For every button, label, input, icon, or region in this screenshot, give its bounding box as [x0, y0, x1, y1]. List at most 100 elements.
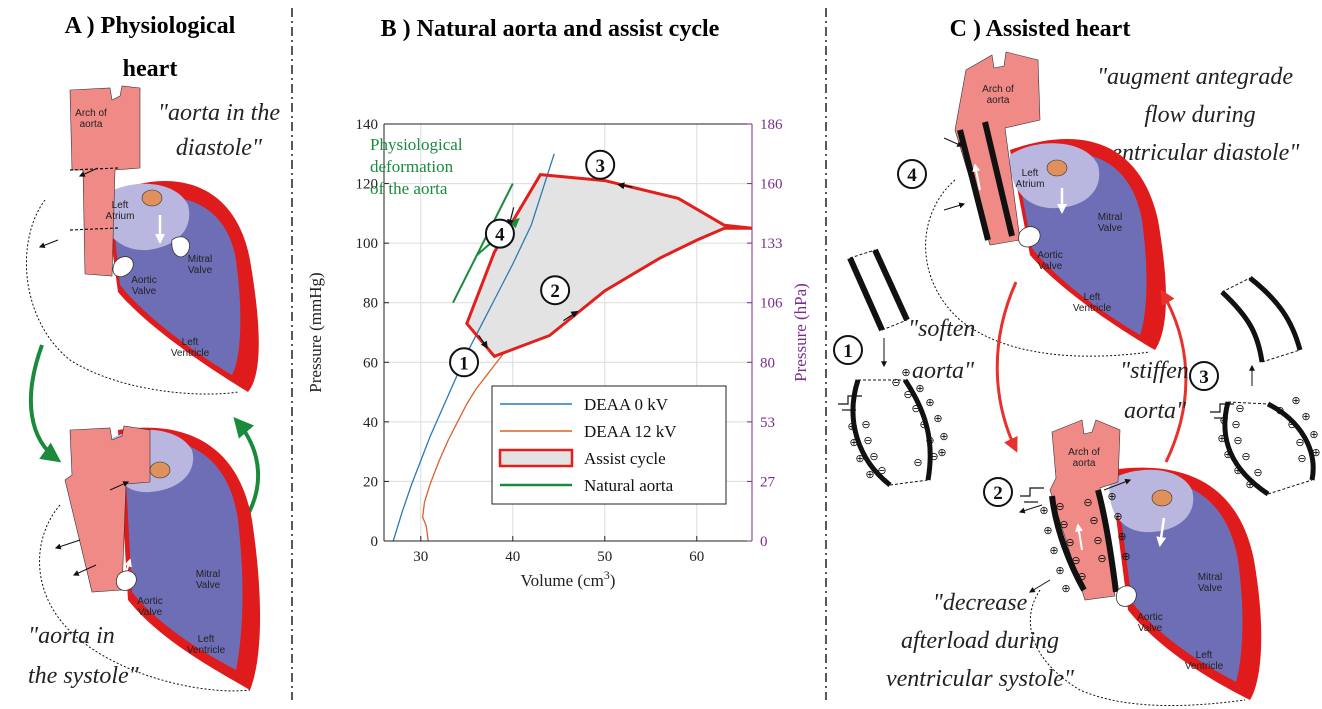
minus-charge-icon: ⊖	[1065, 537, 1074, 549]
plus-charge-icon: ⊕	[1301, 411, 1310, 423]
plus-charge-icon: ⊕	[901, 367, 910, 379]
atrium-orange	[1046, 159, 1068, 177]
y-tick-label: 40	[363, 415, 378, 431]
label-aortic: Aortic	[1037, 250, 1063, 261]
label-aortic-2: Valve	[1038, 261, 1063, 272]
quote-diastole: "aorta in the	[158, 100, 280, 126]
minus-charge-icon: ⊖	[869, 451, 878, 463]
minus-charge-icon: ⊖	[1059, 519, 1068, 531]
plus-charge-icon: ⊕	[865, 469, 874, 481]
label-mitral: Mitral	[196, 569, 220, 580]
wall-arrow-2	[1103, 478, 1132, 491]
svg-text:1: 1	[843, 341, 853, 362]
x-tick-label: 30	[413, 549, 428, 565]
minus-charge-icon: ⊖	[1295, 437, 1304, 449]
cycle-direction-arrow	[617, 182, 633, 190]
panel-a-title: A ) Physiological	[65, 13, 236, 39]
plus-charge-icon: ⊕	[1061, 583, 1070, 595]
heart-assisted-top: Arch of aorta Left Atrium Mitral Valve A…	[925, 51, 1166, 357]
minus-charge-icon: ⊖	[1093, 535, 1102, 547]
label-ventricle-2: Ventricle	[1185, 661, 1224, 672]
label-arch-2: aorta	[1073, 458, 1096, 469]
svg-text:2: 2	[993, 483, 1003, 504]
step-marker	[449, 347, 480, 378]
aorta	[1049, 419, 1121, 601]
svg-text:3: 3	[1199, 367, 1209, 388]
panel-a-title-line2: heart	[123, 56, 178, 82]
assist-cycle-fill	[466, 174, 752, 357]
wall-arrow-2	[38, 239, 59, 249]
cycle-direction-arrow	[507, 207, 515, 227]
wall-arrow	[943, 137, 964, 147]
series-natural-aorta	[452, 183, 514, 304]
y-tick-label: 0	[371, 534, 379, 550]
minus-charge-icon: ⊖	[919, 419, 928, 431]
label-ventricle-2: Ventricle	[187, 645, 226, 656]
flow-arrow-2	[1156, 517, 1167, 547]
flow-arrow	[972, 163, 981, 191]
x-tick-label: 40	[505, 549, 520, 565]
plus-charge-icon: ⊕	[1309, 429, 1318, 441]
minus-charge-icon: ⊖	[1235, 403, 1244, 415]
heart-systole: Mitral Valve Aortic Valve Left Ventricle	[39, 425, 261, 692]
y-axis-label: Pressure (mmHg)	[306, 272, 325, 392]
left-atrium	[1109, 469, 1194, 533]
label-atrium-2: Atrium	[1016, 179, 1045, 190]
y-tick-label: 100	[356, 236, 379, 252]
label-ventricle-2: Ventricle	[1073, 303, 1112, 314]
series-assist-cycle	[465, 173, 753, 359]
quote-diastole-2: diastole"	[176, 135, 263, 161]
quote-systole-2: the systole"	[28, 663, 140, 689]
label-ventricle-2: Ventricle	[171, 348, 210, 359]
flow-arrow	[1075, 523, 1083, 551]
charges-soften: ⊖⊖⊖⊖⊖⊖⊖⊕⊕⊕⊕⊕⊕⊖⊖⊖⊖⊕⊕⊕⊕	[847, 367, 948, 481]
minus-charge-icon: ⊖	[1097, 553, 1106, 565]
panel-b: B ) Natural aorta and assist cycle 30 40 5…	[306, 16, 810, 590]
step-marker-label: 2	[550, 281, 560, 302]
atrium-orange	[141, 189, 163, 207]
label-mitral-2: Valve	[188, 265, 213, 276]
wall-arrow	[54, 539, 81, 550]
label-aortic-2: Valve	[132, 286, 157, 297]
dea-strip-2	[982, 121, 1015, 237]
panel-b-title: B ) Natural aorta and assist cycle	[381, 16, 720, 42]
minus-charge-icon: ⊖	[1077, 571, 1086, 583]
y-tick-label: 80	[363, 296, 378, 312]
label-mitral-2: Valve	[196, 580, 221, 591]
left-ventricle	[124, 438, 243, 670]
wall-arrow	[1018, 504, 1043, 514]
y-right-tick-label: 53	[760, 415, 775, 431]
step-2-marker: 2	[983, 477, 1013, 507]
label-ventricle: Left	[1084, 292, 1101, 303]
quote-augment: "augment antegrade	[1097, 64, 1293, 90]
dotted-loop	[925, 179, 1151, 357]
legend-swatch	[498, 448, 574, 468]
quote-augment-2: flow during	[1144, 102, 1255, 128]
plus-charge-icon: ⊕	[1049, 545, 1058, 557]
label-aortic: Aortic	[131, 275, 157, 286]
plus-charge-icon: ⊕	[1039, 505, 1048, 517]
annotation-physiological: of the aorta	[370, 179, 448, 198]
plus-charge-icon: ⊕	[1117, 531, 1126, 543]
step-marker	[540, 275, 571, 306]
label-mitral-2: Valve	[1098, 223, 1123, 234]
y-right-tick-label: 160	[760, 177, 783, 193]
label-ventricle: Left	[1196, 650, 1213, 661]
y-right-tick-label: 133	[760, 236, 783, 252]
red-arrow-up	[1160, 289, 1188, 463]
atrium-orange	[149, 461, 171, 479]
label-arch-2: aorta	[80, 119, 103, 130]
plus-charge-icon: ⊕	[1245, 479, 1254, 491]
cycle-direction-arrow	[563, 310, 579, 322]
step-marker	[585, 149, 616, 180]
minus-charge-icon: ⊖	[1297, 453, 1306, 465]
dea-strip	[1049, 495, 1087, 592]
dea-strip-2	[1095, 489, 1119, 593]
minus-charge-icon: ⊖	[1241, 451, 1250, 463]
quote-systole: "aorta in	[28, 623, 115, 649]
plus-charge-icon: ⊕	[1223, 449, 1232, 461]
plus-charge-icon: ⊕	[1121, 551, 1130, 563]
heart-assisted-bottom: Arch of aorta Mitral Valve Aortic Valve …	[1018, 419, 1262, 707]
